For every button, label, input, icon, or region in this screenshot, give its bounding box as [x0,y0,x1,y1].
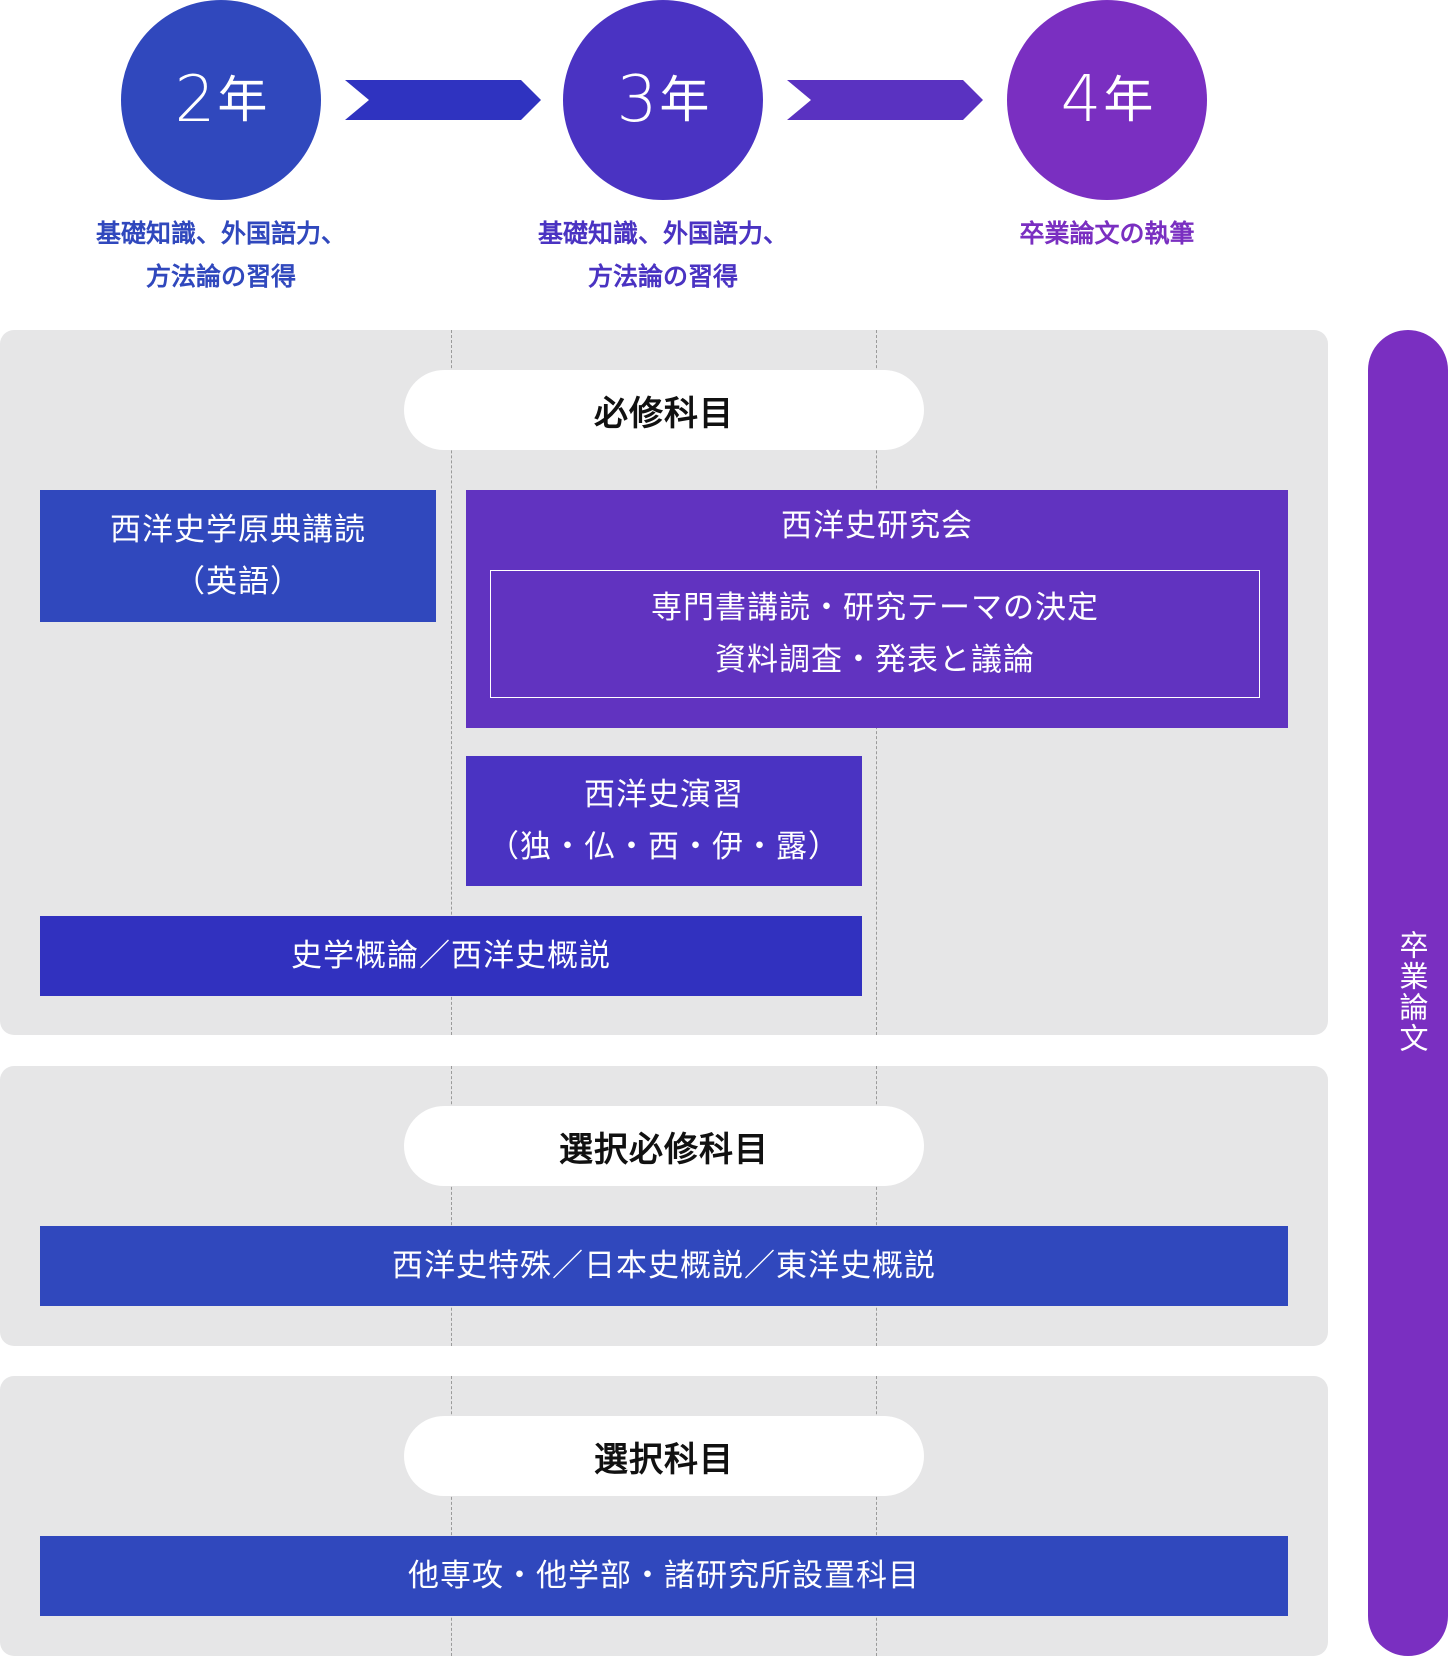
year-divider [451,330,452,1035]
course-sublabel: （独・仏・西・伊・露） [488,829,840,865]
exercise-course: 西洋史演習 （独・仏・西・伊・露） [466,756,862,886]
course-sublabel: （英語） [174,564,302,600]
seminar-title: 西洋史研究会 [781,508,973,544]
seminar-course: 西洋史研究会 [466,490,1288,728]
year-suffix: 年 [217,71,268,129]
year-number: 4 [1060,63,1102,137]
elective-required-section-title: 選択必修科目 [404,1106,924,1186]
year-4-description: 卒業論文の執筆 [947,212,1267,255]
year-divider [451,1376,452,1656]
year-divider [876,1376,877,1656]
desc-line: 方法論の習得 [145,262,296,291]
year-divider [451,1066,452,1346]
year-divider [876,1066,877,1346]
elective-section-title: 選択科目 [404,1416,924,1496]
course-label: 西洋史特殊／日本史概説／東洋史概説 [392,1248,936,1284]
thesis-bar: 卒業論文 [1368,330,1448,1656]
elective-course: 他専攻・他学部・諸研究所設置科目 [40,1536,1288,1616]
course-label: 史学概論／西洋史概説 [291,938,611,974]
course-label: 西洋史学原典講読 [110,512,366,548]
year-suffix: 年 [1103,71,1154,129]
seminar-detail-box: 専門書講読・研究テーマの決定 資料調査・発表と議論 [490,570,1260,698]
year-number: 3 [616,63,658,137]
course-label: 他専攻・他学部・諸研究所設置科目 [408,1558,920,1594]
required-section-title: 必修科目 [404,370,924,450]
desc-line: 方法論の習得 [587,262,738,291]
course-label: 西洋史演習 [584,777,744,813]
arrow-right-icon [345,80,541,120]
year-number: 2 [174,63,216,137]
desc-line: 卒業論文の執筆 [1019,219,1195,248]
seminar-detail-line: 専門書講読・研究テーマの決定 [651,590,1099,626]
year-3-description: 基礎知識、外国語力、 方法論の習得 [503,212,823,298]
year-2-description: 基礎知識、外国語力、 方法論の習得 [61,212,381,298]
elective-required-course: 西洋史特殊／日本史概説／東洋史概説 [40,1226,1288,1306]
desc-line: 基礎知識、外国語力、 [95,219,346,248]
thesis-label: 卒業論文 [1395,930,1429,1054]
survey-course: 史学概論／西洋史概説 [40,916,862,996]
arrow-right-icon [787,80,983,120]
year-suffix: 年 [659,71,710,129]
desc-line: 基礎知識、外国語力、 [537,219,788,248]
source-reading-course: 西洋史学原典講読 （英語） [40,490,436,622]
seminar-detail-line: 資料調査・発表と議論 [715,642,1035,678]
